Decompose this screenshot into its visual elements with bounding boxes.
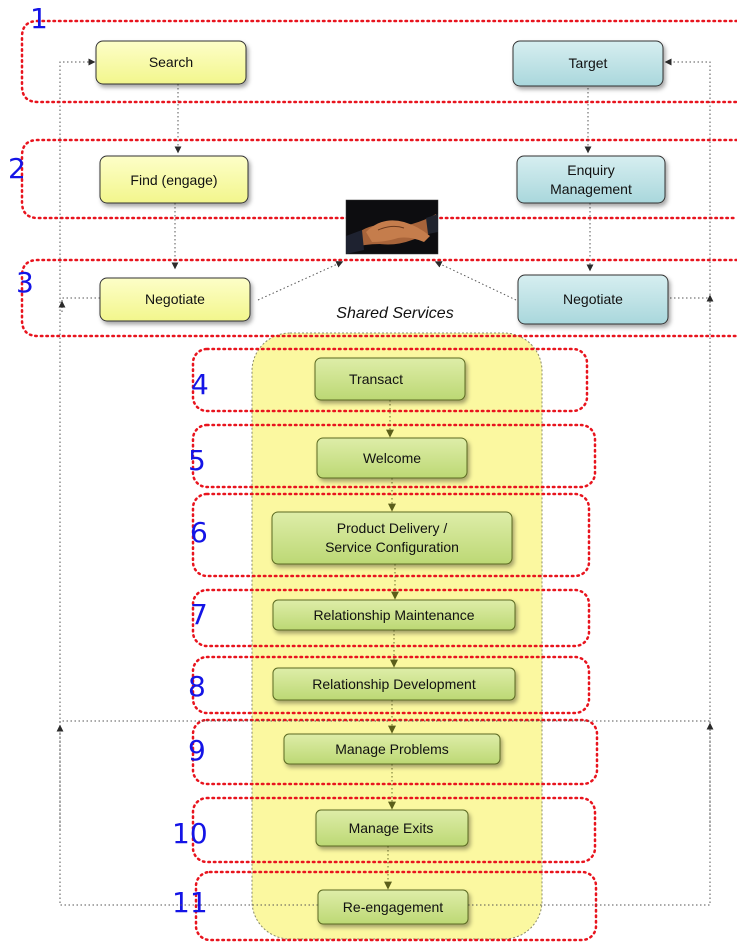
stage-number-10: 10: [172, 817, 208, 850]
enquiry-label-line2: Management: [550, 181, 632, 197]
stage-8-outline: [191, 655, 591, 715]
stage-10-outline: [191, 796, 597, 864]
product-delivery-label-line1: Product Delivery /: [337, 520, 448, 536]
relationship-maintenance-label: Relationship Maintenance: [313, 607, 474, 623]
shared-services-panel: [251, 332, 543, 940]
right-negotiate-box: Negotiate: [517, 274, 669, 325]
left-negotiate-box: Negotiate: [99, 277, 251, 322]
right-outer-loop: [468, 58, 711, 906]
search-label: Search: [149, 54, 193, 70]
stage-numbers: 1 2 3 4 5 6 7 8 9 10 11: [8, 2, 209, 919]
transact-box: Transact: [314, 357, 466, 401]
top-connectors: [171, 84, 594, 301]
left-negotiate-label: Negotiate: [145, 291, 205, 307]
product-delivery-label-line2: Service Configuration: [325, 539, 459, 555]
relationship-development-box: Relationship Development: [272, 667, 516, 701]
left-inner-loop: [59, 720, 388, 730]
stage-9-outline: [191, 718, 599, 786]
stage-outlines: [20, 19, 737, 942]
re-engagement-label: Re-engagement: [343, 899, 444, 915]
feedback-loops: [56, 58, 714, 906]
target-label: Target: [569, 55, 608, 71]
stage-number-2: 2: [8, 152, 26, 185]
welcome-box: Welcome: [316, 437, 468, 479]
stage-number-3: 3: [16, 266, 34, 299]
enquiry-label-line1: Enquiry: [567, 162, 614, 178]
stage-number-1: 1: [30, 2, 48, 35]
manage-problems-box: Manage Problems: [283, 733, 501, 765]
right-negotiate-to-handshake: [434, 261, 517, 301]
stage-3-outline: [20, 258, 737, 338]
target-box: Target: [512, 40, 664, 87]
stage-2-outline: [20, 138, 737, 220]
manage-exits-box: Manage Exits: [315, 809, 469, 847]
enquiry-management-box: Enquiry Management: [516, 155, 666, 204]
search-box: Search: [95, 40, 247, 85]
left-negotiate-loop: [61, 297, 100, 302]
stage-7-outline: [191, 588, 591, 648]
stage-1-outline: [20, 19, 737, 104]
stage-number-11: 11: [172, 886, 208, 919]
find-engage-label: Find (engage): [130, 172, 217, 188]
stage-number-7: 7: [190, 598, 208, 631]
relationship-maintenance-box: Relationship Maintenance: [272, 599, 516, 631]
stage-number-4: 4: [191, 368, 209, 401]
manage-exits-label: Manage Exits: [349, 820, 434, 836]
left-outer-loop: [59, 58, 318, 906]
shared-services-label: Shared Services: [336, 305, 453, 322]
re-engagement-box: Re-engagement: [317, 889, 469, 925]
right-negotiate-label: Negotiate: [563, 291, 623, 307]
relationship-development-label: Relationship Development: [312, 676, 476, 692]
left-negotiate-to-handshake: [257, 261, 344, 301]
welcome-label: Welcome: [363, 450, 421, 466]
stage-number-6: 6: [190, 516, 208, 549]
find-engage-box: Find (engage): [99, 155, 249, 204]
stage-11-outline: [194, 870, 598, 942]
stage-4-outline: [191, 347, 589, 413]
stage-number-5: 5: [188, 444, 206, 477]
stage-6-outline: [191, 492, 591, 578]
stage-5-outline: [191, 423, 597, 489]
handshake-icon: [345, 199, 439, 255]
stage-number-9: 9: [188, 734, 206, 767]
stage-number-8: 8: [188, 670, 206, 703]
product-delivery-box: Product Delivery / Service Configuration: [271, 511, 513, 565]
manage-problems-label: Manage Problems: [335, 741, 449, 757]
process-connectors: [384, 400, 399, 890]
transact-label: Transact: [349, 371, 403, 387]
